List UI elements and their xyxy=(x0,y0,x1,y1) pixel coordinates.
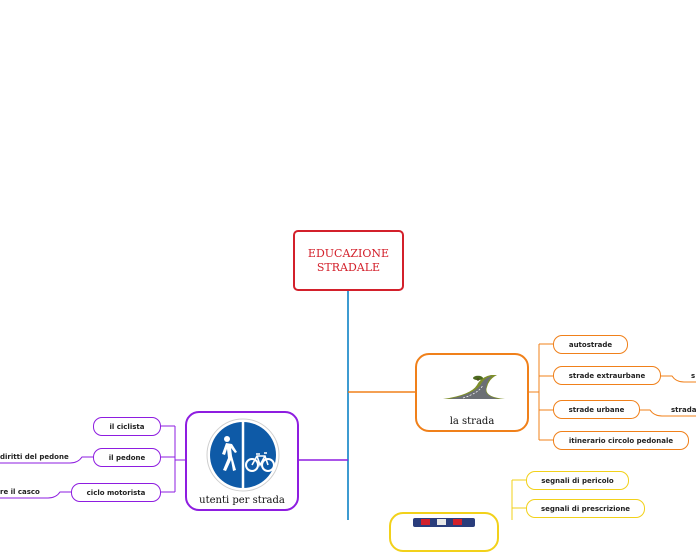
root-title-line2: STRADALE xyxy=(316,260,381,274)
leaf-strade-urbane[interactable]: strade urbane xyxy=(553,400,640,419)
link-motorista-sub xyxy=(0,491,71,499)
leaf-ciclo-motorista[interactable]: ciclo motorista xyxy=(71,483,161,502)
node-segnali[interactable] xyxy=(389,512,499,552)
leaf-segnali-di-pericolo[interactable]: segnali di pericolo xyxy=(526,471,629,490)
node-la-strada[interactable]: la strada xyxy=(415,353,529,432)
leaf-il-pedone[interactable]: il pedone xyxy=(93,448,161,467)
link-pedone-sub xyxy=(0,456,93,464)
sub-diritti-del-pedone-text[interactable]: diritti del pedone xyxy=(0,453,69,461)
leaf-segnali-di-prescrizione[interactable]: segnali di prescrizione xyxy=(526,499,645,518)
sub-urbane-text[interactable]: strada xyxy=(671,406,696,414)
leaf-il-ciclista[interactable]: il ciclista xyxy=(93,417,161,436)
node-utenti-per-strada[interactable]: utenti per strada xyxy=(185,411,299,511)
road-signs-icon xyxy=(413,518,475,527)
la-strada-label: la strada xyxy=(449,416,495,427)
connector-lines xyxy=(0,291,696,520)
winding-road-icon xyxy=(443,375,505,399)
root-node[interactable]: EDUCAZIONE STRADALE xyxy=(293,230,404,291)
root-title-line1: EDUCAZIONE xyxy=(307,246,390,260)
leaf-strade-extraurbane[interactable]: strade extraurbane xyxy=(553,366,661,385)
link-extraurbane-sub xyxy=(661,375,696,383)
link-segnali-children xyxy=(511,479,526,520)
leaf-autostrade[interactable]: autostrade xyxy=(553,335,628,354)
sub-casco-text[interactable]: re il casco xyxy=(0,488,40,496)
link-strada-children xyxy=(529,343,553,441)
link-utenti-children xyxy=(161,425,185,493)
leaf-itinerario-circolo-pedonale[interactable]: itinerario circolo pedonale xyxy=(553,431,689,450)
utenti-per-strada-label: utenti per strada xyxy=(199,495,285,506)
sub-extraurbane-text[interactable]: s xyxy=(691,372,696,380)
pedestrian-bicycle-sign-icon xyxy=(206,418,280,492)
link-urbane-sub xyxy=(640,409,696,417)
